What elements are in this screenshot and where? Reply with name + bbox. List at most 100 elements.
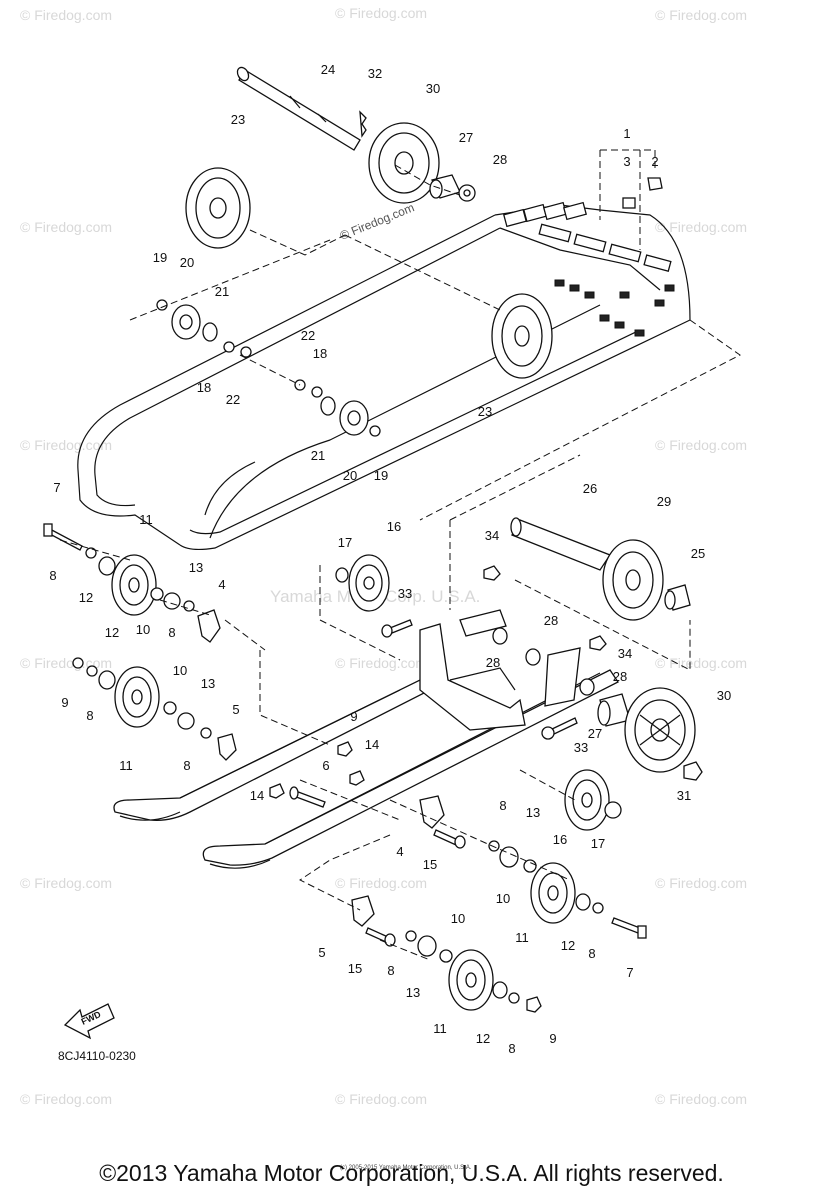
bolt-33-upper — [381, 619, 413, 638]
callout-11: 11 — [515, 930, 529, 945]
callout-10: 10 — [451, 911, 465, 926]
callout-4: 4 — [218, 577, 225, 592]
clip-2-3 — [622, 177, 663, 209]
callout-17: 17 — [338, 535, 352, 550]
part-code: 8CJ4110-0230 — [58, 1049, 136, 1063]
callout-26: 26 — [583, 481, 597, 496]
callout-4: 4 — [396, 844, 403, 859]
watermark: © Firedog.com — [655, 219, 747, 235]
callout-3: 3 — [623, 154, 630, 169]
callout-28: 28 — [493, 152, 507, 167]
callout-27: 27 — [459, 130, 473, 145]
shaft-24 — [236, 66, 367, 151]
callout-9: 9 — [549, 1031, 556, 1046]
callout-12: 12 — [561, 938, 575, 953]
wheel-23-lower — [491, 293, 553, 379]
watermark: © Firedog.com — [655, 437, 747, 453]
callout-8: 8 — [387, 963, 394, 978]
callout-12: 12 — [79, 590, 93, 605]
callout-1: 1 — [623, 126, 630, 141]
callout-20: 20 — [180, 255, 194, 270]
callout-5: 5 — [232, 702, 239, 717]
callout-28: 28 — [486, 655, 500, 670]
wheel-16-upper — [335, 554, 390, 612]
bolt-33-lower — [541, 717, 578, 740]
callout-8: 8 — [588, 946, 595, 961]
callout-25: 25 — [691, 546, 705, 561]
callout-20: 20 — [343, 468, 357, 483]
watermark: © Firedog.com — [20, 437, 112, 453]
assembly-lines — [59, 149, 741, 961]
callout-16: 16 — [553, 832, 567, 847]
nut-34-upper — [483, 565, 501, 581]
callout-6: 6 — [322, 758, 329, 773]
wheel-30-lower — [624, 687, 696, 773]
callout-21: 21 — [311, 448, 325, 463]
callout-19: 19 — [374, 468, 388, 483]
callout-10: 10 — [136, 622, 150, 637]
watermark-track: © Firedog.com — [338, 200, 416, 243]
callout-11: 11 — [433, 1021, 447, 1036]
collar-27-upper — [429, 174, 461, 199]
watermark: © Firedog.com — [335, 655, 427, 671]
wheel-11-bottom — [405, 930, 542, 1013]
small-copyright: (c) 2005-2015 Yamaha Motor Corporation, … — [340, 1165, 472, 1171]
bolt-7-left — [43, 523, 116, 576]
callout-18: 18 — [313, 346, 327, 361]
bearing-20-19-21-upper — [156, 299, 252, 358]
callout-23: 23 — [478, 404, 492, 419]
bracket-5-left — [217, 733, 237, 761]
watermark: © Firedog.com — [20, 875, 112, 891]
wheel-16-lower — [564, 769, 622, 831]
wheel-11-right-upper — [488, 840, 604, 924]
callout-18: 18 — [197, 380, 211, 395]
callout-7: 7 — [53, 480, 60, 495]
callout-16: 16 — [387, 519, 401, 534]
callout-17: 17 — [591, 836, 605, 851]
callout-19: 19 — [153, 250, 167, 265]
callout-22: 22 — [226, 392, 240, 407]
callout-14: 14 — [365, 737, 379, 752]
callout-9: 9 — [61, 695, 68, 710]
callout-23: 23 — [231, 112, 245, 127]
washers-28-center — [492, 627, 607, 696]
callout-32: 32 — [368, 66, 382, 81]
collar-25 — [664, 584, 691, 611]
fwd-arrow-icon: FWD — [63, 1003, 115, 1040]
callout-28: 28 — [544, 613, 558, 628]
nut-31 — [683, 761, 703, 781]
callout-28: 28 — [613, 669, 627, 684]
shaft-26 — [510, 517, 611, 571]
callout-10: 10 — [173, 663, 187, 678]
callout-11: 11 — [139, 512, 153, 527]
washer-28-upper — [458, 184, 476, 202]
callout-10: 10 — [496, 891, 510, 906]
callout-29: 29 — [657, 494, 671, 509]
bracket-4-left — [197, 609, 221, 643]
bolt-7-right — [611, 917, 647, 939]
callout-30: 30 — [717, 688, 731, 703]
callout-8: 8 — [168, 625, 175, 640]
center-frame — [419, 609, 581, 731]
watermark: © Firedog.com — [20, 7, 112, 23]
callout-2: 2 — [651, 154, 658, 169]
wheel-11-left-lower — [72, 657, 212, 739]
track-belt — [77, 201, 691, 551]
callout-5: 5 — [318, 945, 325, 960]
bearing-20-19-21-lower — [294, 379, 381, 437]
callout-15: 15 — [423, 857, 437, 872]
wheel-30-upper — [368, 122, 440, 204]
callout-33: 33 — [574, 740, 588, 755]
watermark: © Firedog.com — [655, 1091, 747, 1107]
callout-13: 13 — [189, 560, 203, 575]
watermark: © Firedog.com — [335, 875, 427, 891]
callout-33: 33 — [398, 586, 412, 601]
callout-27: 27 — [588, 726, 602, 741]
copyright-footer: ©2013 Yamaha Motor Corporation, U.S.A. A… — [99, 1160, 724, 1186]
wheel-11-left-upper — [111, 554, 195, 616]
callout-7: 7 — [626, 965, 633, 980]
callout-13: 13 — [406, 985, 420, 1000]
callout-12: 12 — [476, 1031, 490, 1046]
